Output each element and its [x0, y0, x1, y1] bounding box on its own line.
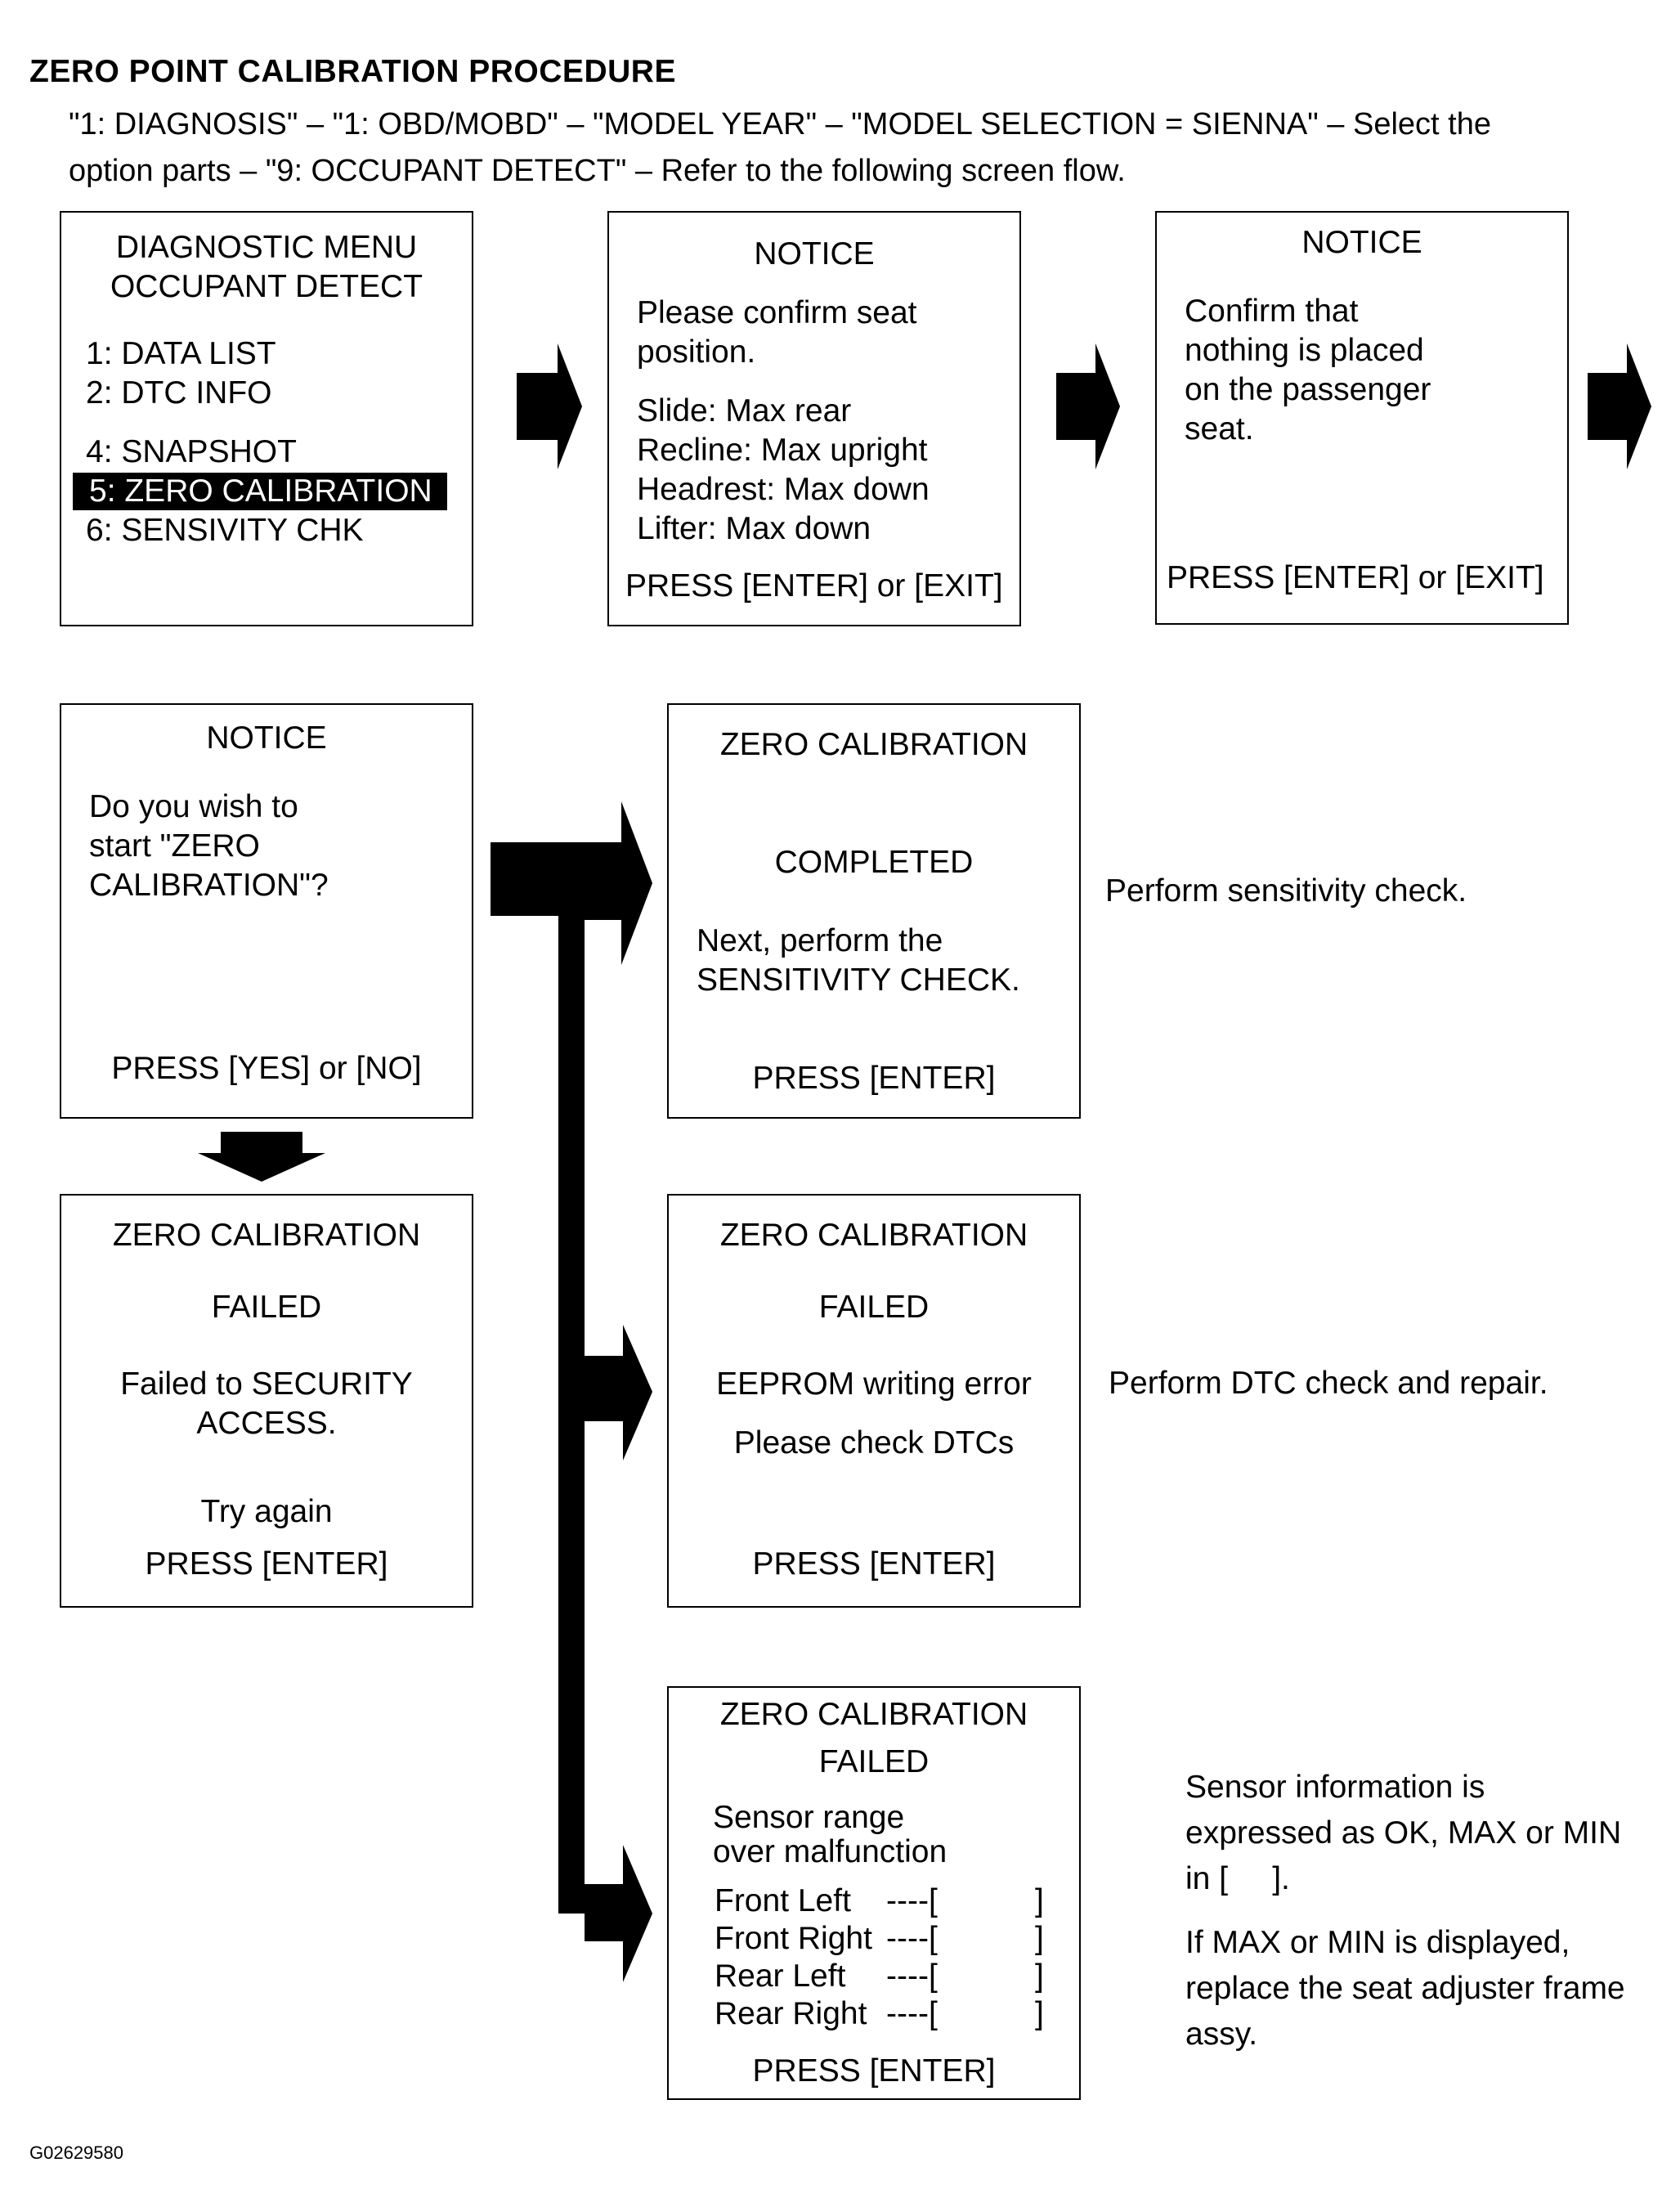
- prompt-enter-exit: PRESS [ENTER] or [EXIT]: [1167, 560, 1544, 595]
- prompt-enter-exit: PRESS [ENTER] or [EXIT]: [625, 568, 1003, 603]
- flow-trunk: [558, 916, 585, 1914]
- arrow-down: [198, 1132, 325, 1182]
- menu-title-2: OCCUPANT DETECT: [110, 269, 423, 304]
- arrow-right-1: [517, 343, 582, 469]
- notice-line-3: CALIBRATION"?: [89, 868, 329, 903]
- screen-title: ZERO CALIBRATION: [719, 1218, 1028, 1253]
- notice-line-3: on the passenger: [1185, 372, 1431, 407]
- completed-line-1: Next, perform the: [697, 923, 943, 958]
- sensor-row-front-right: Front Right----[]: [715, 1921, 1044, 1956]
- screen-calibration-completed: ZERO CALIBRATION COMPLETED Next, perform…: [667, 703, 1081, 1119]
- intro-line-2: option parts – "9: OCCUPANT DETECT" – Re…: [69, 154, 1126, 188]
- note-sensor-line-4: If MAX or MIN is displayed,: [1185, 1925, 1570, 1960]
- screen-title: ZERO CALIBRATION: [112, 1218, 421, 1253]
- arrow-right-2: [1056, 343, 1120, 469]
- arrow-branch-eeprom: [585, 1325, 652, 1460]
- note-sensor-line-5: replace the seat adjuster frame: [1185, 1971, 1625, 2006]
- intro-line-1: "1: DIAGNOSIS" – "1: OBD/MOBD" – "MODEL …: [69, 107, 1491, 141]
- note-sensitivity: Perform sensitivity check.: [1105, 873, 1467, 909]
- sensor-row-front-left: Front Left----[]: [715, 1883, 1044, 1918]
- menu-item-data-list[interactable]: 1: DATA LIST: [86, 336, 276, 371]
- screen-failed-eeprom: ZERO CALIBRATION FAILED EEPROM writing e…: [667, 1194, 1081, 1608]
- prompt-enter: PRESS [ENTER]: [752, 1061, 996, 1096]
- notice-line-1: Please confirm seat: [637, 295, 917, 330]
- menu-item-dtc-info[interactable]: 2: DTC INFO: [86, 375, 272, 411]
- intro-text: "1: DIAGNOSIS" – "1: OBD/MOBD" – "MODEL …: [69, 101, 1663, 195]
- notice-line-2: position.: [637, 334, 756, 370]
- status-failed: FAILED: [211, 1290, 322, 1325]
- note-sensor-line-2: expressed as OK, MAX or MIN: [1185, 1815, 1622, 1851]
- menu-item-snapshot[interactable]: 4: SNAPSHOT: [86, 434, 297, 469]
- completed-line-2: SENSITIVITY CHECK.: [697, 962, 1020, 998]
- note-sensor-line-3: in [ ].: [1185, 1861, 1290, 1896]
- sensor-line-2: over malfunction: [713, 1834, 948, 1869]
- note-sensor-info: Sensor information is expressed as OK, M…: [1185, 1765, 1625, 2057]
- screen-notice-empty-seat: NOTICE Confirm that nothing is placed on…: [1155, 211, 1569, 625]
- note-sensor-line-6: assy.: [1185, 2017, 1258, 2052]
- screen-title: ZERO CALIBRATION: [719, 727, 1028, 762]
- sensor-row-rear-right: Rear Right----[]: [715, 1996, 1044, 2031]
- notice-title: NOTICE: [206, 720, 327, 756]
- recline-setting: Recline: Max upright: [637, 433, 928, 468]
- menu-item-sensivity-chk[interactable]: 6: SENSIVITY CHK: [86, 513, 364, 548]
- headrest-setting: Headrest: Max down: [637, 472, 930, 507]
- screen-notice-seat-position: NOTICE Please confirm seat position. Sli…: [607, 211, 1021, 626]
- slide-setting: Slide: Max rear: [637, 393, 852, 428]
- screen-notice-start-calibration: NOTICE Do you wish to start "ZERO CALIBR…: [60, 703, 473, 1119]
- notice-line-2: nothing is placed: [1185, 333, 1424, 368]
- eeprom-line-2: Please check DTCs: [733, 1425, 1015, 1460]
- arrow-branch-sensor: [585, 1845, 652, 1982]
- page-title: ZERO POINT CALIBRATION PROCEDURE: [29, 54, 676, 89]
- prompt-enter: PRESS [ENTER]: [752, 1546, 996, 1582]
- eeprom-line-1: EEPROM writing error: [716, 1366, 1032, 1402]
- screen-failed-security: ZERO CALIBRATION FAILED Failed to SECURI…: [60, 1194, 473, 1608]
- notice-line-1: Do you wish to: [89, 789, 298, 824]
- notice-line-1: Confirm that: [1185, 294, 1359, 329]
- notice-line-4: seat.: [1185, 411, 1254, 446]
- failed-line-3: Try again: [200, 1494, 333, 1529]
- failed-line-1: Failed to SECURITY: [120, 1366, 413, 1402]
- figure-code: G02629580: [29, 2142, 123, 2163]
- notice-line-2: start "ZERO: [89, 828, 260, 864]
- status-failed: FAILED: [818, 1290, 930, 1325]
- arrow-branch-completed: [491, 801, 652, 965]
- arrow-right-3: [1588, 343, 1651, 469]
- notice-title: NOTICE: [754, 236, 875, 271]
- failed-line-2: ACCESS.: [196, 1406, 337, 1441]
- screen-diagnostic-menu: DIAGNOSTIC MENU OCCUPANT DETECT 1: DATA …: [60, 211, 473, 626]
- sensor-row-rear-left: Rear Left----[]: [715, 1958, 1044, 1994]
- sensor-line-1: Sensor range: [713, 1800, 905, 1835]
- menu-item-zero-calibration[interactable]: 5: ZERO CALIBRATION: [73, 473, 447, 510]
- lifter-setting: Lifter: Max down: [637, 511, 871, 546]
- note-sensor-line-1: Sensor information is: [1185, 1770, 1485, 1805]
- status-completed: COMPLETED: [774, 845, 974, 880]
- status-failed: FAILED: [818, 1744, 930, 1779]
- notice-title: NOTICE: [1301, 225, 1422, 260]
- note-dtc: Perform DTC check and repair.: [1109, 1366, 1548, 1401]
- prompt-enter: PRESS [ENTER]: [752, 2053, 996, 2089]
- screen-title: ZERO CALIBRATION: [719, 1697, 1028, 1732]
- screen-failed-sensor-range: ZERO CALIBRATION FAILED Sensor range ove…: [667, 1686, 1081, 2100]
- menu-title-1: DIAGNOSTIC MENU: [115, 230, 418, 265]
- prompt-yes-no: PRESS [YES] or [NO]: [111, 1051, 422, 1086]
- prompt-enter: PRESS [ENTER]: [145, 1546, 388, 1582]
